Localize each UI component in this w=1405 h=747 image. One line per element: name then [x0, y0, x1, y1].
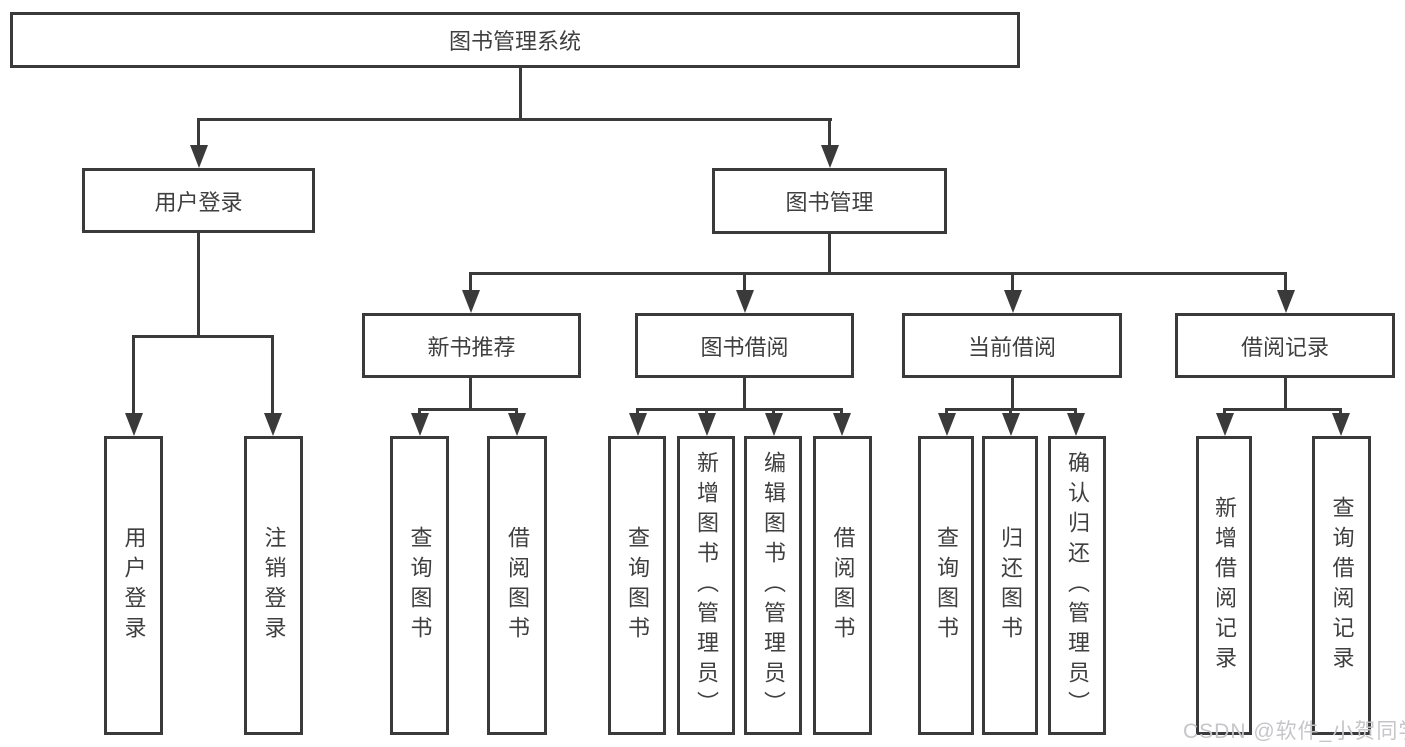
- leaf-borrow-books-1-label: 借阅图书: [505, 525, 530, 646]
- arrow-to-book-borrow: [743, 272, 746, 290]
- leaf-confirm-return-admin: 确认归还（管理员）: [1048, 436, 1106, 735]
- connector-book-mgmt-stem: [828, 233, 831, 272]
- connector-g1-hline: [418, 408, 518, 411]
- node-book-management: 图书管理: [712, 168, 947, 234]
- connector-user-login-stem: [197, 232, 200, 335]
- arrow-to-leaf-user-login: [132, 335, 135, 413]
- node-user-login-label: 用户登录: [154, 189, 243, 215]
- node-book-borrow: 图书借阅: [635, 313, 854, 378]
- arrow-g1-1: [418, 408, 421, 413]
- arrow-g2-2: [705, 408, 708, 413]
- leaf-add-book-admin: 新增图书（管理员）: [677, 436, 735, 735]
- node-new-book-recommend-label: 新书推荐: [427, 334, 516, 360]
- arrow-to-new-book-recommend: [469, 272, 472, 290]
- node-book-management-label: 图书管理: [785, 190, 874, 215]
- leaf-query-books-3-label: 查询图书: [934, 525, 959, 646]
- arrow-g1-2: [515, 408, 518, 413]
- connector-user-login-hline: [132, 335, 274, 338]
- leaf-query-books-1: 查询图书: [390, 436, 449, 735]
- leaf-query-books-2-label: 查询图书: [625, 525, 650, 646]
- arrow-to-book-management: [828, 118, 831, 145]
- arrow-g3-1: [945, 408, 948, 413]
- leaf-query-borrow-record-label: 查询借阅记录: [1329, 495, 1355, 676]
- arrow-to-current-borrow: [1011, 272, 1014, 290]
- connector-book-mgmt-hline: [469, 272, 1286, 275]
- arrow-g3-2: [1009, 408, 1012, 413]
- arrow-to-user-login: [197, 118, 200, 145]
- node-borrow-records-label: 借阅记录: [1240, 334, 1329, 360]
- leaf-edit-book-admin: 编辑图书（管理员）: [744, 436, 802, 735]
- leaf-logout: 注销登录: [244, 436, 303, 735]
- csdn-watermark: CSDN @软件_小贺同学: [1183, 720, 1405, 743]
- connector-g2-hline: [636, 408, 843, 411]
- arrow-g2-4: [840, 408, 843, 413]
- leaf-add-borrow-record-label: 新增借阅记录: [1212, 495, 1237, 676]
- node-current-borrow-label: 当前借阅: [967, 334, 1056, 360]
- arrow-g2-1: [636, 408, 639, 413]
- leaf-query-books-2: 查询图书: [608, 436, 666, 735]
- leaf-return-books: 归还图书: [982, 436, 1038, 735]
- leaf-query-books-1-label: 查询图书: [407, 525, 433, 646]
- connector-root-hline: [197, 118, 832, 121]
- leaf-confirm-return-admin-label: 确认归还（管理员）: [1065, 450, 1090, 721]
- node-new-book-recommend: 新书推荐: [362, 313, 581, 378]
- leaf-user-login: 用户登录: [104, 436, 163, 735]
- leaf-add-book-admin-label: 新增图书（管理员）: [694, 450, 719, 721]
- node-current-borrow: 当前借阅: [902, 313, 1122, 378]
- node-library-system: 图书管理系统: [10, 12, 1020, 68]
- connector-g3-stem: [1011, 378, 1014, 408]
- node-book-borrow-label: 图书借阅: [700, 334, 789, 360]
- connector-g4-stem: [1284, 378, 1287, 408]
- leaf-query-books-3: 查询图书: [918, 436, 974, 735]
- node-borrow-records: 借阅记录: [1175, 313, 1395, 378]
- arrow-g2-3: [772, 408, 775, 413]
- arrow-to-leaf-logout: [271, 335, 274, 413]
- leaf-logout-label: 注销登录: [261, 525, 287, 646]
- leaf-borrow-books-2-label: 借阅图书: [830, 525, 856, 646]
- node-user-login: 用户登录: [82, 168, 315, 233]
- arrow-g3-3: [1074, 408, 1077, 413]
- leaf-user-login-label: 用户登录: [121, 525, 147, 646]
- node-library-system-label: 图书管理系统: [448, 29, 581, 54]
- connector-g2-stem: [743, 378, 746, 408]
- arrow-to-borrow-records: [1284, 272, 1287, 290]
- connector-g4-hline: [1223, 408, 1342, 411]
- connector-g1-stem: [469, 378, 472, 408]
- leaf-query-borrow-record: 查询借阅记录: [1312, 436, 1371, 735]
- leaf-borrow-books-2: 借阅图书: [813, 436, 872, 735]
- leaf-edit-book-admin-label: 编辑图书（管理员）: [761, 450, 786, 721]
- connector-root-stem: [519, 66, 522, 118]
- leaf-borrow-books-1: 借阅图书: [487, 436, 547, 735]
- arrow-g4-1: [1223, 408, 1226, 413]
- leaf-return-books-label: 归还图书: [998, 525, 1023, 646]
- leaf-add-borrow-record: 新增借阅记录: [1196, 436, 1252, 735]
- arrow-g4-2: [1339, 408, 1342, 413]
